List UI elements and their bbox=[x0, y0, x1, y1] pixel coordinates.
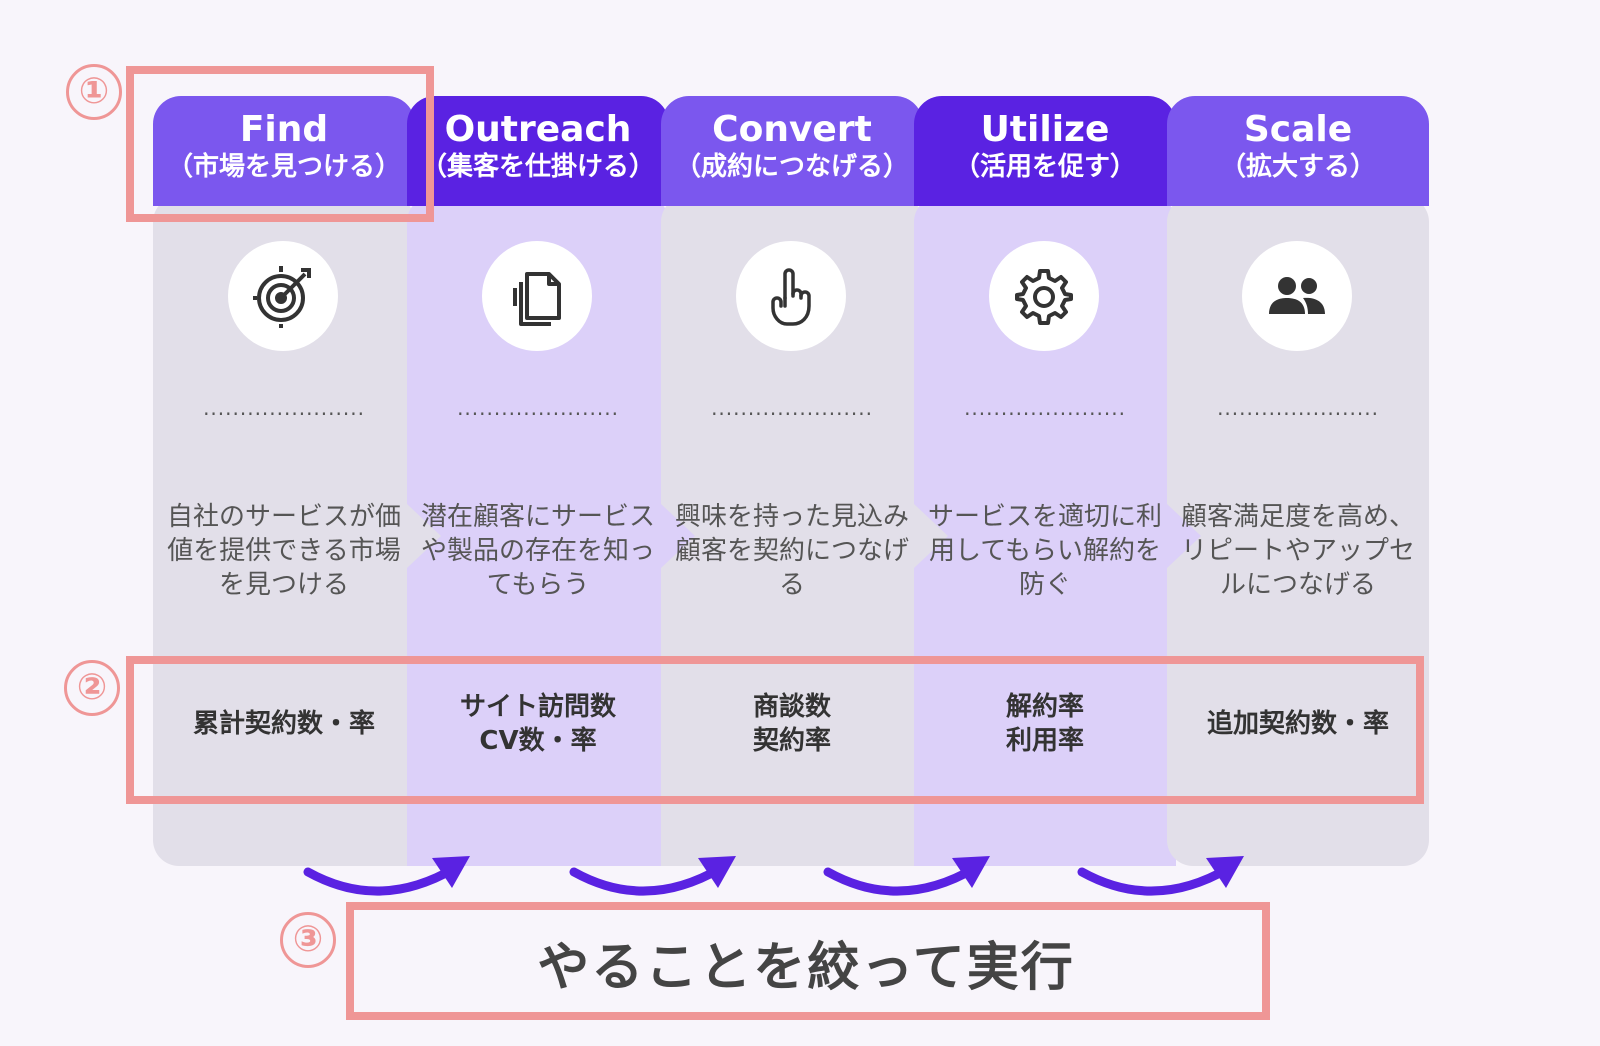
stage-metric: 解約率 利用率 bbox=[1005, 692, 1084, 756]
stage-description: 興味を持った見込み顧客を契約につなげる bbox=[674, 502, 909, 600]
stage-subtitle: （活用を促す） bbox=[953, 152, 1136, 182]
stage-metric: サイト訪問数 CV数・率 bbox=[459, 692, 616, 756]
dotted-divider: ...................... bbox=[457, 396, 619, 420]
callout-number-2: ② bbox=[64, 660, 120, 716]
highlight-box-metrics bbox=[126, 656, 1424, 804]
stage-title: Convert bbox=[712, 109, 872, 150]
dotted-divider: ...................... bbox=[203, 396, 365, 420]
callout-number-3: ③ bbox=[280, 912, 336, 968]
stage-title: Find bbox=[239, 109, 329, 150]
stage-description: 自社のサービスが価値を提供できる市場を見つける bbox=[166, 502, 401, 600]
stage-description: サービスを適切に利用してもらい解約を防ぐ bbox=[927, 502, 1162, 600]
stage-find: Find （市場を見つける） ...................... 自社… bbox=[153, 96, 415, 866]
stage-header: Find （市場を見つける） bbox=[153, 96, 415, 206]
gear-icon bbox=[989, 241, 1099, 351]
stage-header: Convert （成約につなげる） bbox=[661, 96, 923, 206]
stage-metric: 累計契約数・率 bbox=[192, 709, 375, 739]
stage-header: Utilize （活用を促す） bbox=[914, 96, 1176, 206]
stage-subtitle: （成約につなげる） bbox=[674, 152, 909, 182]
flow-arrow bbox=[303, 863, 460, 896]
stage-header: Scale （拡大する） bbox=[1167, 96, 1429, 206]
flow-arrow bbox=[823, 863, 980, 896]
stage-utilize: Utilize （活用を促す） ...................... サ… bbox=[914, 96, 1176, 866]
dotted-divider: ...................... bbox=[711, 396, 873, 420]
flow-arrow bbox=[1077, 863, 1234, 896]
stage-subtitle: （集客を仕掛ける） bbox=[420, 152, 655, 182]
stage-metric: 商談数 契約率 bbox=[752, 692, 831, 756]
stage-metric: 追加契約数・率 bbox=[1206, 709, 1389, 739]
pointing-hand-icon bbox=[736, 241, 846, 351]
copy-documents-icon bbox=[482, 241, 592, 351]
stage-title: Scale bbox=[1243, 109, 1353, 150]
highlight-box-action bbox=[346, 902, 1270, 1020]
stage-outreach: Outreach （集客を仕掛ける） .....................… bbox=[407, 96, 669, 866]
chevron-notch bbox=[407, 504, 441, 568]
stage-scale: Scale （拡大する） ...................... 顧客満足… bbox=[1167, 96, 1429, 866]
stage-description: 顧客満足度を高め、リピートやアップセルにつなげる bbox=[1180, 502, 1415, 600]
stage-subtitle: （拡大する） bbox=[1219, 152, 1376, 182]
chevron-notch bbox=[1167, 504, 1201, 568]
stage-title: Utilize bbox=[980, 109, 1110, 150]
dotted-divider: ...................... bbox=[1217, 396, 1379, 420]
dotted-divider: ...................... bbox=[964, 396, 1126, 420]
stage-description: 潜在顧客にサービスや製品の存在を知ってもらう bbox=[420, 502, 655, 600]
stage-title: Outreach bbox=[444, 109, 632, 150]
action-text: やることを絞って実行 bbox=[537, 937, 1075, 998]
flow-arrow bbox=[569, 863, 726, 896]
callout-number-1: ① bbox=[66, 64, 122, 120]
chevron-notch bbox=[914, 504, 948, 568]
highlight-box-find-header bbox=[126, 66, 434, 222]
stage-subtitle: （市場を見つける） bbox=[166, 152, 401, 182]
chevron-notch bbox=[661, 504, 695, 568]
target-icon bbox=[228, 241, 338, 351]
stage-header: Outreach （集客を仕掛ける） bbox=[407, 96, 669, 206]
users-icon bbox=[1242, 241, 1352, 351]
